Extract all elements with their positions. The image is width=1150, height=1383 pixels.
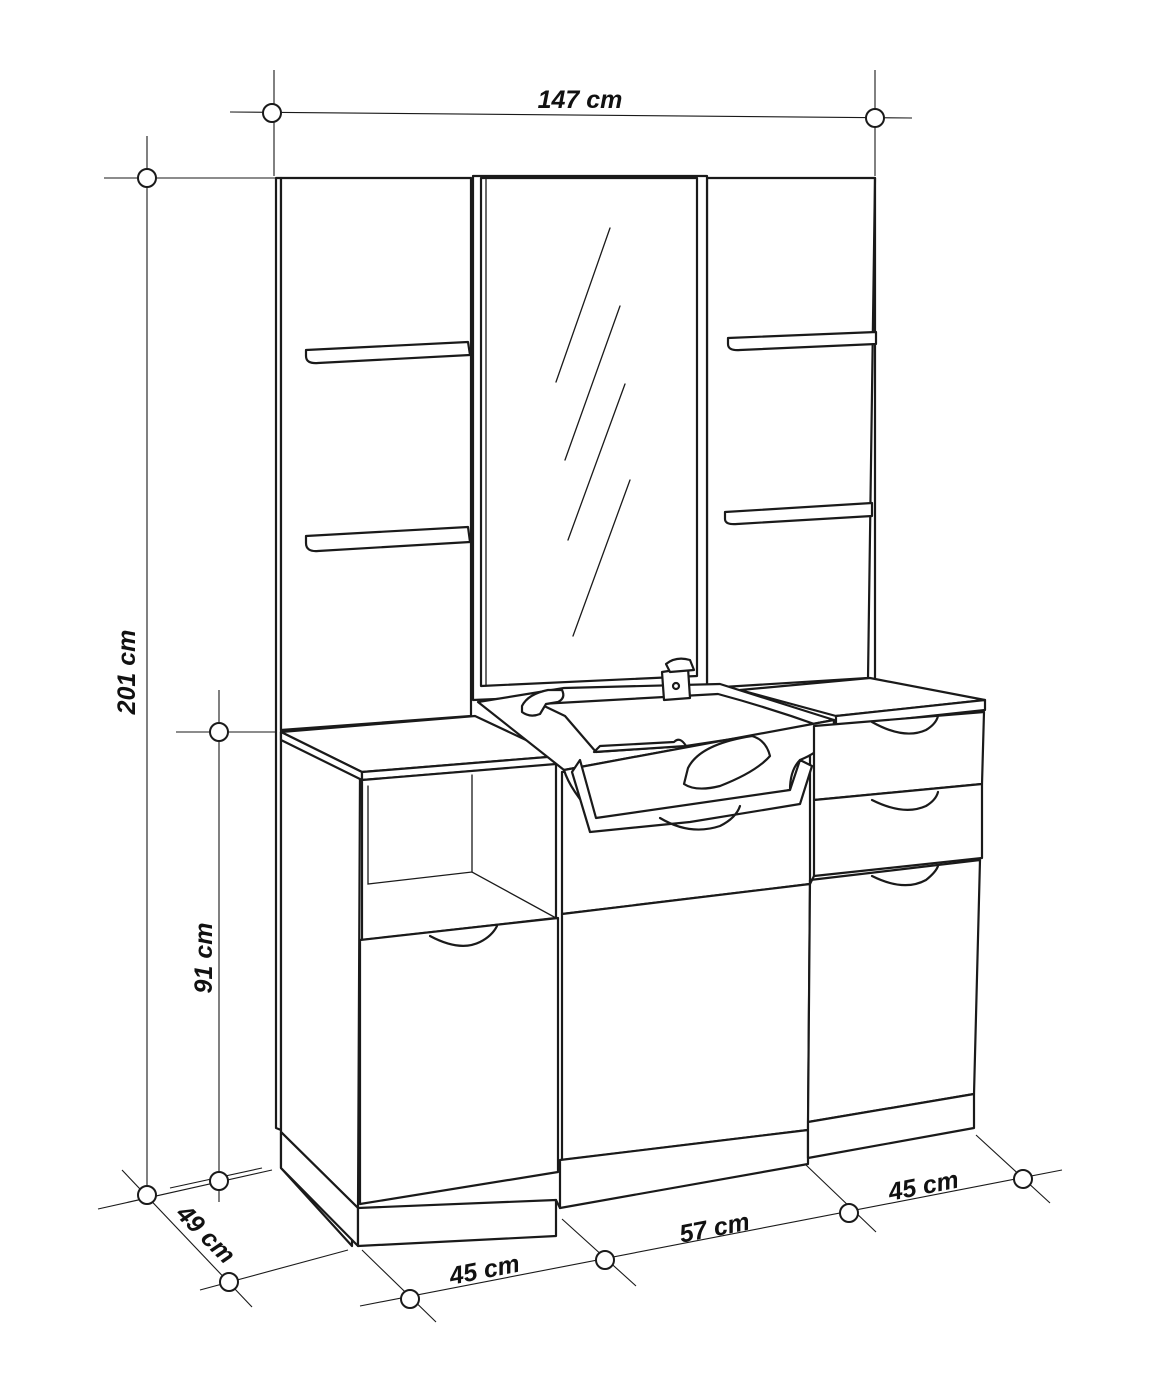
center-cabinet-plinth — [558, 1128, 810, 1210]
right-cabinet-plinth — [806, 1092, 976, 1160]
back-panels — [274, 174, 877, 1132]
left-cabinet — [279, 714, 562, 1248]
right-cabinet — [738, 676, 987, 1160]
node-left-cab-start — [400, 1289, 420, 1309]
node-right-cab-start — [839, 1203, 859, 1223]
right-shelf-panel — [705, 176, 877, 690]
right-shelf-bottom — [723, 501, 874, 526]
left-shelf-bottom — [304, 525, 472, 553]
right-cabinet-door — [806, 858, 982, 1124]
left-shelf-panel — [279, 176, 473, 732]
center-cabinet-door — [560, 882, 812, 1162]
node-center-start — [595, 1250, 615, 1270]
node-height-bottom — [137, 1185, 157, 1205]
hand-shower — [520, 688, 565, 717]
label-right-cabinet-width: 45 cm — [885, 1166, 961, 1207]
right-door-handle-cutout — [870, 864, 940, 887]
label-center-cabinet-width: 57 cm — [677, 1208, 752, 1249]
node-height-top — [137, 168, 157, 188]
reflection-line — [572, 479, 631, 637]
label-counter-height: 91 cm — [190, 923, 218, 994]
reflection-line — [564, 305, 621, 461]
right-shelf-top — [726, 330, 878, 352]
open-niche — [360, 762, 558, 942]
label-total-height: 201 cm — [113, 630, 141, 716]
left-shelf-top — [304, 340, 472, 365]
shelves — [304, 330, 878, 553]
reflection-line — [555, 227, 611, 383]
wash-basin — [476, 657, 836, 834]
left-cabinet-door — [358, 916, 560, 1206]
left-cabinet-plinth — [356, 1198, 558, 1248]
label-left-cabinet-width: 45 cm — [446, 1250, 522, 1291]
basin-skirt — [570, 758, 814, 834]
mirror — [479, 176, 699, 688]
neck-rest — [682, 734, 772, 790]
dimension-nodes — [137, 103, 1033, 1309]
node-depth-front — [219, 1272, 239, 1292]
node-right-end — [1013, 1169, 1033, 1189]
node-top-right — [865, 108, 885, 128]
node-counter-bottom — [209, 1171, 229, 1191]
node-top-left — [262, 103, 282, 123]
left-cabinet-side — [279, 730, 362, 1210]
left-door-handle-cutout — [428, 924, 499, 947]
node-counter-top — [209, 722, 229, 742]
right-drawer-middle — [812, 782, 984, 878]
label-depth: 49 cm — [170, 1199, 241, 1270]
label-total-width: 147 cm — [538, 86, 623, 114]
drawer-top-handle-cutout — [870, 714, 940, 735]
reflection-line — [567, 383, 626, 541]
faucet-lever — [664, 657, 696, 674]
drawer-middle-handle-cutout — [870, 790, 940, 811]
basin-cutout — [658, 804, 742, 831]
